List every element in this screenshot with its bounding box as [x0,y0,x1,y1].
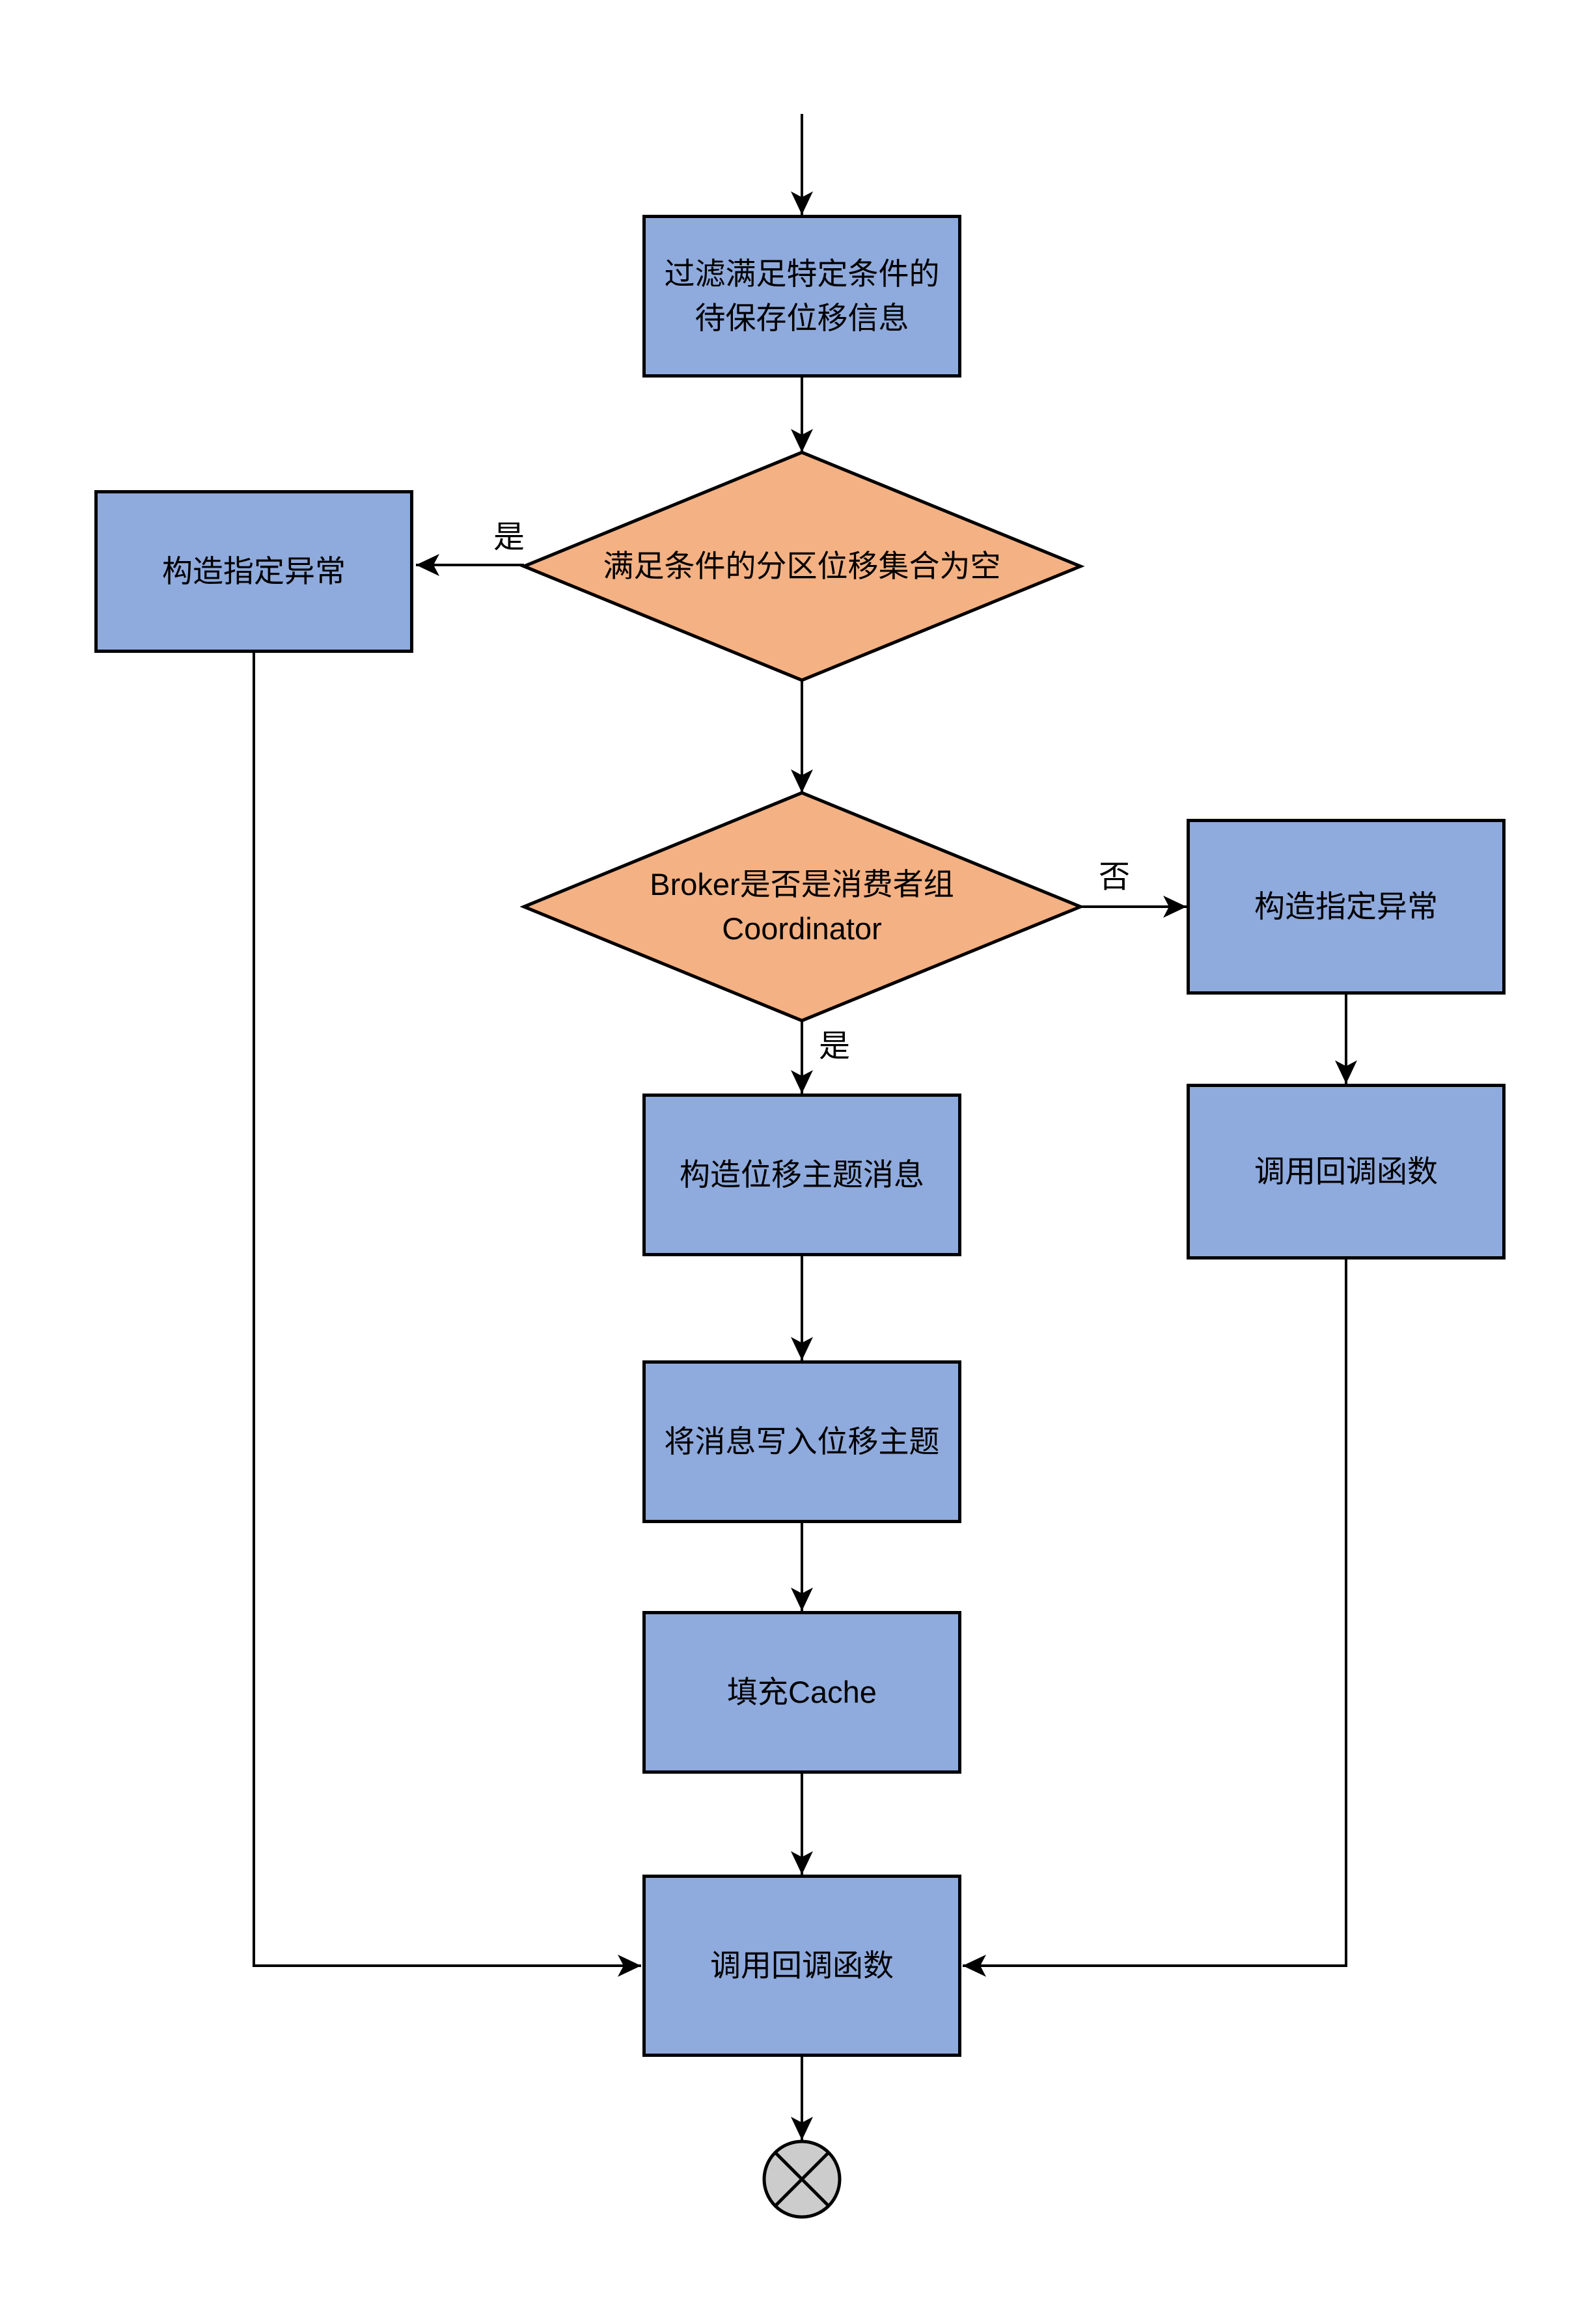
node-callback-final: 调用回调函数 [642,1875,961,2057]
decision-coordinator-diamond [519,791,1085,1023]
node-filter-offsets: 过滤满足特定条件的 待保存位移信息 [642,215,961,378]
node-fill-cache: 填充Cache [642,1611,961,1774]
edge-exception-left-to-callback-final [253,653,641,1977]
node-exception-left: 构造指定异常 [94,490,413,653]
node-exception-right: 构造指定异常 [1187,819,1506,995]
edge-label-no-right: 否 [1094,860,1135,894]
end-terminator-cross [774,2151,830,2207]
edge-label-yes-left: 是 [489,521,529,555]
node-callback-right: 调用回调函数 [1187,1084,1506,1259]
node-write-topic: 将消息写入位移主题 [642,1360,961,1523]
edge-callback-right-to-callback-final [963,1259,1347,1977]
edge-label-yes-down: 是 [814,1030,855,1064]
decision-empty-diamond [519,450,1085,682]
node-build-message: 构造位移主题消息 [642,1094,961,1256]
